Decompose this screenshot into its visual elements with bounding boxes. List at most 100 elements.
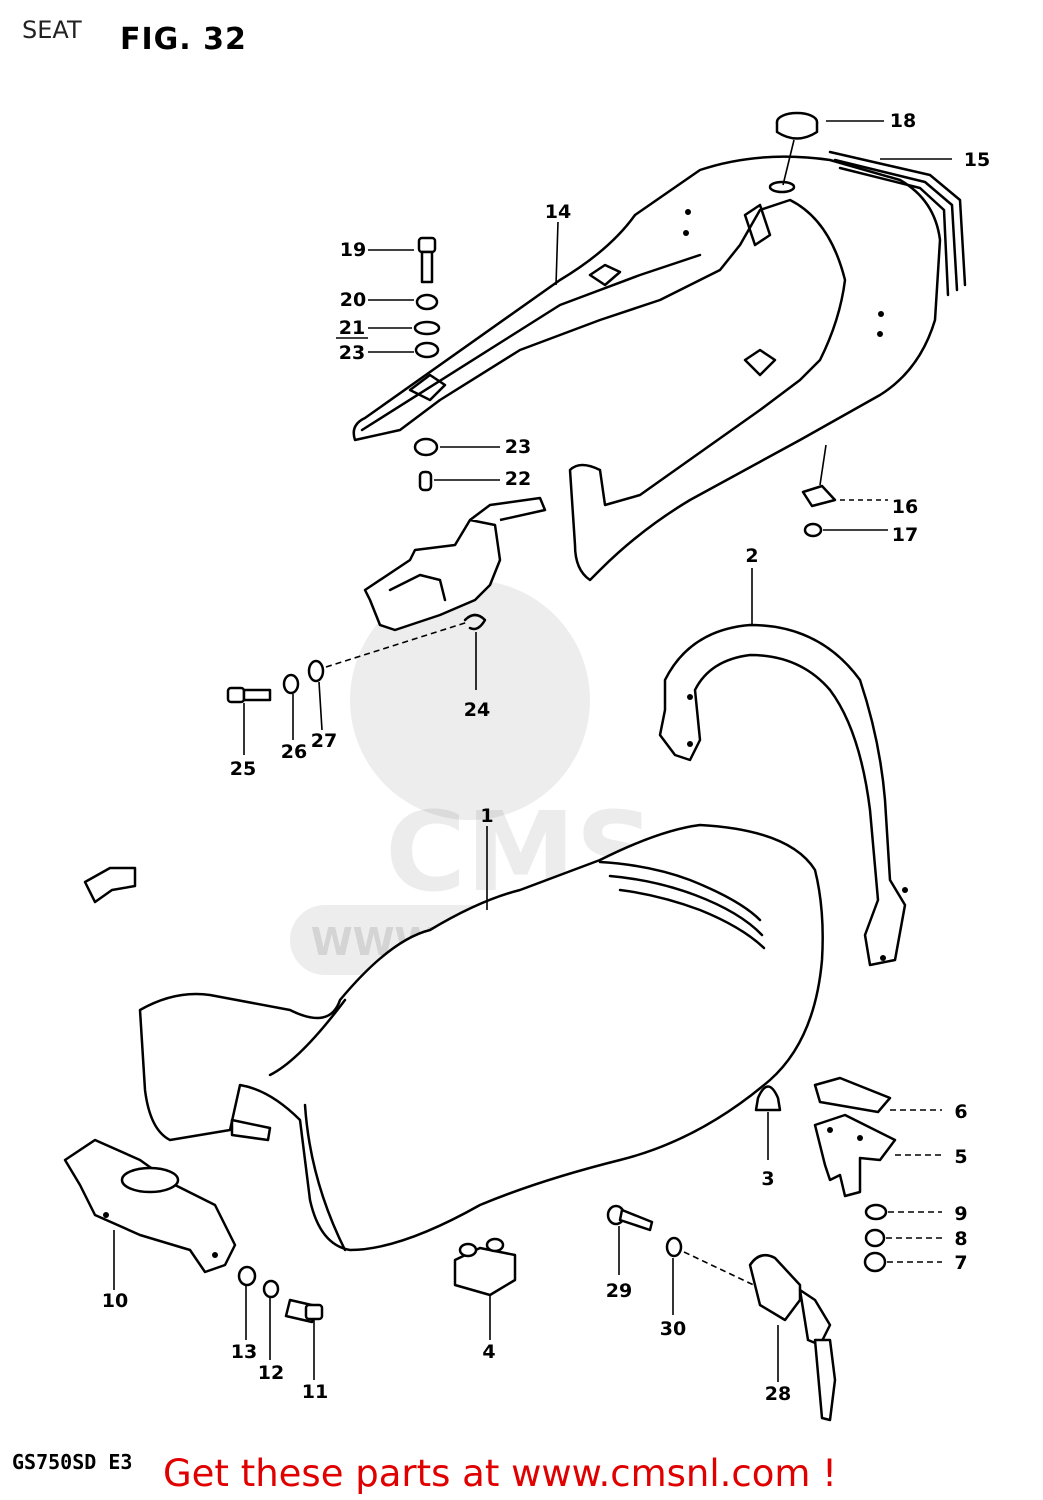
callout-19: 19 — [340, 239, 366, 261]
seat-lock-bracket — [363, 496, 547, 690]
hinge-plate — [813, 1076, 892, 1114]
bracket-bolt-head — [226, 686, 246, 704]
seat-cushion-block — [453, 1237, 517, 1340]
grommet-leader — [782, 139, 795, 186]
front-bracket — [63, 1138, 237, 1274]
front-direction-arrow-icon — [83, 866, 137, 904]
watermark-mascot-icon — [350, 580, 590, 820]
front-bracket-hole — [103, 1212, 109, 1218]
tail-cowl-hole — [877, 331, 883, 337]
callout-16: 16 — [892, 496, 918, 518]
lock-axis — [683, 1251, 761, 1289]
lock-bracket-detail — [388, 573, 447, 602]
front-lockwasher — [262, 1279, 280, 1299]
callout-2: 2 — [745, 545, 758, 567]
stopper-body — [754, 1085, 782, 1112]
hinge-washer — [864, 1203, 888, 1221]
trim-strip-line — [828, 150, 967, 287]
hinge-body — [813, 1113, 897, 1198]
callout-11: 11 — [302, 1381, 328, 1403]
lock-key-lower — [813, 1338, 837, 1422]
seat — [138, 823, 824, 1252]
callout-7: 7 — [954, 1252, 967, 1274]
promo-link[interactable]: Get these parts at www.cmsnl.com ! — [163, 1452, 838, 1495]
callout-14: 14 — [545, 201, 571, 223]
bracket-lockwasher — [282, 673, 300, 695]
lock-key — [469, 496, 547, 522]
seat-lock-set — [606, 1204, 837, 1422]
grab-strap-hole — [687, 741, 693, 747]
lock-clip — [463, 613, 487, 631]
tail-cowl-hole — [683, 230, 689, 236]
hinge-lockwasher — [864, 1228, 886, 1248]
bolt-shank — [420, 250, 434, 284]
seat-pleat — [608, 874, 764, 937]
callout-3: 3 — [761, 1168, 774, 1190]
bolt-stack — [413, 236, 441, 492]
callout-1: 1 — [480, 805, 493, 827]
cushion-block-body — [453, 1246, 517, 1297]
nut-plate-screw — [803, 522, 823, 538]
seat-hinge — [813, 1076, 897, 1198]
bracket-bolt-axis — [325, 621, 469, 668]
seat-pleat — [598, 860, 762, 922]
front-bracket-tube — [120, 1166, 180, 1194]
bracket-washer — [307, 659, 325, 683]
tail-cowl-inner-bracket — [743, 203, 772, 247]
lock-key-upper — [798, 1288, 832, 1347]
callout-15: 15 — [964, 149, 990, 171]
hinge-hole — [827, 1127, 833, 1133]
cushion-block-nub — [485, 1237, 505, 1253]
grab-strap-body — [658, 623, 907, 967]
callout-10: 10 — [102, 1290, 128, 1312]
seat-hook — [230, 1118, 272, 1142]
tail-cowl-rail-edge — [360, 253, 702, 432]
washer — [413, 320, 441, 336]
callout-28: 28 — [765, 1383, 791, 1405]
lock-bracket-body — [363, 518, 502, 632]
collar — [418, 470, 433, 492]
callout-23-lower: 23 — [505, 436, 531, 458]
tail-cowl-mount-rear — [743, 348, 777, 377]
callout-25: 25 — [230, 758, 256, 780]
leader-16-upper — [819, 444, 827, 486]
callout-27: 27 — [311, 730, 337, 752]
callout-17: 17 — [892, 524, 918, 546]
tail-cowl-hole — [878, 311, 884, 317]
seat-pleat — [618, 888, 766, 950]
callout-6: 6 — [954, 1101, 967, 1123]
callout-9: 9 — [954, 1203, 967, 1225]
grommet-body — [775, 122, 819, 140]
leader-lines — [113, 120, 952, 1380]
callout-13: 13 — [231, 1341, 257, 1363]
hinge-nut — [863, 1251, 887, 1273]
tail-cowl-grommet-hole — [768, 180, 796, 194]
hinge-nuts — [863, 1203, 888, 1273]
callout-22: 22 — [505, 468, 531, 490]
nut — [415, 293, 439, 311]
cushion — [414, 341, 440, 359]
callout-24: 24 — [464, 699, 490, 721]
section-title: SEAT — [22, 16, 82, 44]
tail-cowl-mount-mid — [588, 263, 622, 287]
front-bolts — [237, 1265, 324, 1324]
callout-20: 20 — [340, 289, 366, 311]
lock-washer — [665, 1236, 683, 1258]
seat-contour — [303, 1103, 347, 1252]
trim-strip-line — [838, 166, 950, 297]
front-washer — [237, 1265, 257, 1287]
callout-30: 30 — [660, 1318, 686, 1340]
tail-cowl-body — [352, 155, 942, 582]
callout-18: 18 — [890, 110, 916, 132]
lock-cylinder-body — [748, 1253, 802, 1322]
callout-5: 5 — [954, 1146, 967, 1168]
callout-23-upper: 23 — [339, 342, 365, 364]
grab-strap — [658, 623, 908, 967]
trim-strip-line — [833, 158, 959, 292]
leader-14 — [555, 221, 559, 286]
lock-screw-shank — [618, 1208, 654, 1232]
leader-27 — [318, 681, 323, 731]
nut-plate — [801, 484, 837, 508]
trim-strip — [828, 150, 967, 297]
cushion-lower — [413, 437, 439, 457]
